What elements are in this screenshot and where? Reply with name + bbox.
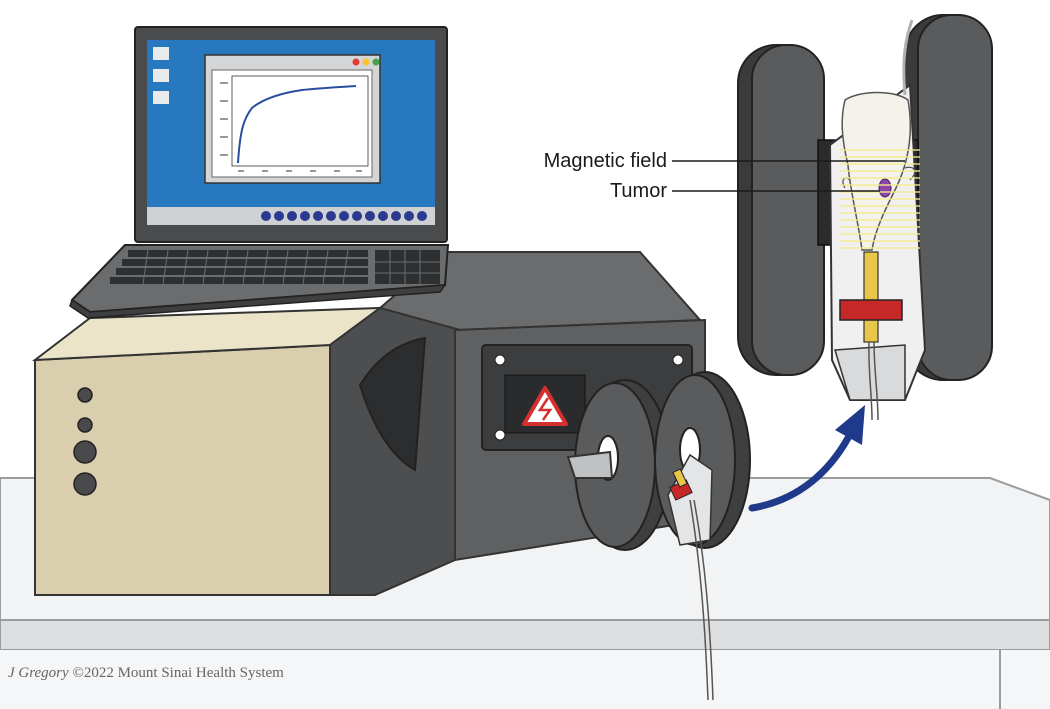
window-close-icon — [352, 58, 360, 66]
knob-4 — [73, 472, 97, 496]
desktop-icon-1 — [153, 47, 169, 60]
credit-line: J Gregory ©2022 Mount Sinai Health Syste… — [8, 665, 284, 681]
desktop-icon-3 — [153, 91, 169, 104]
large-magnet — [737, 14, 993, 421]
arrow-icon — [748, 405, 865, 512]
knob-2 — [77, 417, 93, 433]
tumor — [878, 178, 892, 198]
instrument — [31, 251, 706, 596]
laptop — [69, 26, 450, 319]
label-magnetic-field: Magnetic field — [544, 150, 905, 172]
keyboard — [110, 250, 440, 284]
warning-icon — [522, 386, 568, 426]
knob-3 — [73, 440, 97, 464]
taskbar-icons — [261, 211, 427, 221]
label-tumor: Tumor — [610, 180, 880, 202]
small-magnet — [566, 371, 751, 701]
plot-window — [204, 54, 381, 184]
clamp — [839, 299, 903, 321]
window-minimize-icon — [362, 58, 370, 66]
desktop-icon-2 — [153, 69, 169, 82]
knob-1 — [77, 387, 93, 403]
window-maximize-icon — [372, 58, 380, 66]
svg-text:Tumor: Tumor — [610, 180, 667, 202]
svg-text:Magnetic field: Magnetic field — [544, 150, 667, 172]
magnetic-field-lines — [840, 149, 920, 249]
plot-curve — [237, 85, 357, 164]
plot-axes — [231, 75, 369, 167]
